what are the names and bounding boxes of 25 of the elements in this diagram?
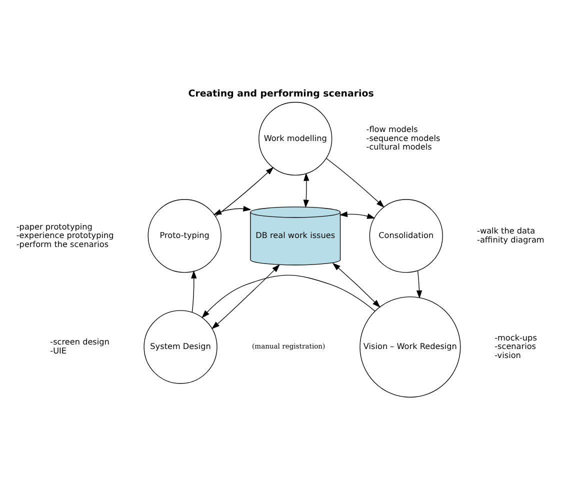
arrow — [416, 270, 422, 299]
arrow — [326, 158, 384, 208]
node-label: -UIE — [50, 346, 67, 356]
node-label: -walk the data — [477, 226, 536, 236]
node-label: -perform the scenarios — [16, 238, 109, 249]
arrow — [213, 206, 252, 215]
node-label: -vision — [494, 350, 521, 360]
node-label: -sequence models — [366, 132, 440, 143]
diagram-title: Creating and performing scenarios — [188, 88, 374, 100]
node-label: -screen design — [50, 336, 110, 347]
node-label: -flow models — [366, 124, 418, 134]
node-label: -affinity diagram — [477, 234, 544, 244]
node-label: -mock-ups — [494, 332, 537, 342]
arrow — [202, 274, 376, 318]
node-label: -scenarios — [494, 341, 536, 352]
arrow — [303, 172, 310, 208]
node-circle: Vision – Work Redesign — [360, 296, 461, 398]
node-label: -cultural models — [366, 142, 432, 152]
arrow — [339, 211, 376, 219]
arrow — [212, 264, 280, 330]
arrow — [215, 166, 274, 217]
node-label: -experience prototyping — [16, 230, 114, 240]
arrow — [191, 270, 197, 313]
arrow — [332, 262, 380, 308]
node-label: -paper prototyping — [16, 221, 92, 232]
